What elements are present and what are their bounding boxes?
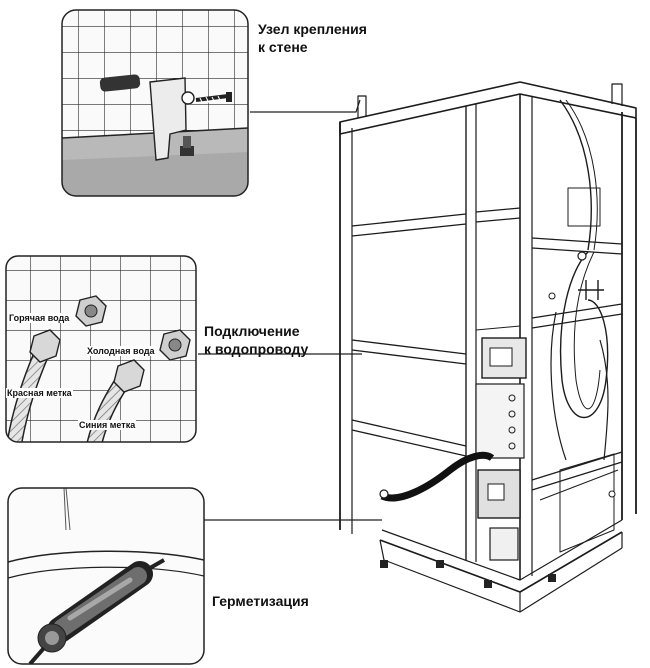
wall-mount-callout-line-1: Узел крепления	[258, 21, 367, 37]
cabin-plumbing	[379, 99, 616, 561]
wall-mount-callout: Узел крепления к стене	[258, 20, 367, 56]
sealing-callout-text: Герметизация	[212, 593, 309, 609]
wall-mount-callout-line-2: к стене	[258, 39, 308, 55]
sealing-callout: Герметизация	[212, 592, 309, 610]
hot-water-label: Горячая вода	[8, 313, 71, 323]
water-connection-callout: Подключение к водопроводу	[204, 322, 308, 358]
blue-mark-label: Синия метка	[78, 420, 137, 430]
wall-mount-detail-panel	[61, 9, 249, 197]
sealing-detail-panel	[7, 487, 205, 665]
shower-cabin-frame	[339, 81, 637, 613]
red-mark-label: Красная метка	[6, 388, 73, 398]
water-connection-callout-line-2: к водопроводу	[204, 341, 309, 357]
water-connection-detail-panel	[5, 255, 197, 443]
water-connection-callout-line-1: Подключение	[204, 323, 300, 339]
cold-water-label: Холодная вода	[86, 346, 156, 356]
